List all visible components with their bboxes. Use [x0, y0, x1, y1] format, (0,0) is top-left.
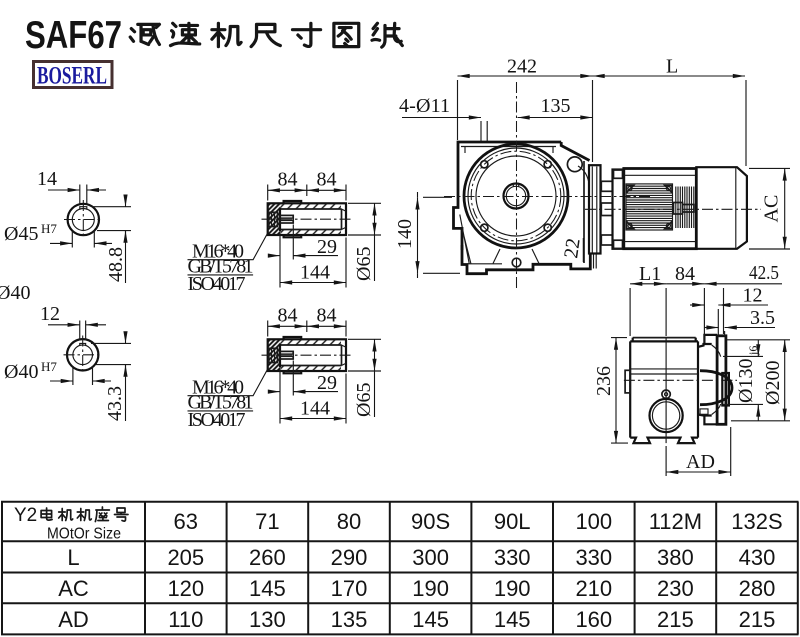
svg-text:112M: 112M [649, 509, 702, 534]
svg-text:48.8: 48.8 [105, 247, 127, 282]
svg-text:43.3: 43.3 [104, 386, 126, 421]
svg-text:AD: AD [58, 607, 89, 632]
svg-text:L: L [666, 56, 678, 78]
svg-text:280: 280 [739, 576, 776, 601]
svg-text:130: 130 [249, 607, 286, 632]
svg-text:215: 215 [739, 607, 776, 632]
svg-text:144: 144 [300, 262, 330, 284]
svg-text:4-Ø11: 4-Ø11 [399, 95, 450, 117]
svg-text:AC: AC [761, 195, 783, 223]
svg-text:132S: 132S [731, 509, 782, 534]
svg-text:Y2: Y2 [14, 505, 37, 526]
svg-text:84: 84 [317, 169, 337, 191]
svg-text:71: 71 [255, 509, 279, 534]
svg-text:330: 330 [575, 545, 612, 570]
svg-text:AC: AC [58, 576, 89, 601]
svg-text:145: 145 [494, 607, 531, 632]
svg-text:Ø40: Ø40 [0, 282, 30, 304]
svg-text:215: 215 [657, 607, 694, 632]
svg-text:MOtOr Size: MOtOr Size [47, 526, 121, 543]
svg-text:190: 190 [412, 576, 449, 601]
svg-text:Ø130: Ø130 [735, 359, 757, 403]
svg-text:205: 205 [167, 545, 204, 570]
svg-text:Ø65: Ø65 [353, 247, 375, 281]
svg-text:29: 29 [317, 236, 337, 258]
svg-text:Ø45: Ø45 [4, 223, 38, 245]
svg-text:22: 22 [560, 237, 585, 260]
svg-text:110: 110 [168, 607, 203, 632]
svg-text:300: 300 [412, 545, 449, 570]
svg-text:Ø40: Ø40 [4, 361, 38, 383]
svg-text:j6: j6 [746, 346, 760, 356]
svg-text:H7: H7 [41, 359, 57, 374]
svg-text:12: 12 [40, 303, 60, 325]
svg-text:145: 145 [412, 607, 449, 632]
svg-text:12: 12 [743, 285, 763, 307]
svg-text:160: 160 [575, 607, 612, 632]
svg-text:BOSERL: BOSERL [37, 63, 107, 90]
svg-text:430: 430 [739, 545, 776, 570]
svg-text:140: 140 [394, 219, 416, 249]
svg-text:H7: H7 [41, 221, 57, 236]
svg-text:100: 100 [575, 509, 612, 534]
svg-text:330: 330 [494, 545, 531, 570]
svg-text:L1: L1 [639, 263, 661, 285]
svg-text:42.5: 42.5 [749, 262, 779, 284]
svg-text:AD: AD [686, 451, 715, 473]
svg-text:210: 210 [575, 576, 612, 601]
svg-text:M16*40: M16*40 [192, 241, 244, 263]
svg-text:120: 120 [167, 576, 204, 601]
svg-text:170: 170 [331, 576, 368, 601]
svg-text:242: 242 [507, 56, 537, 78]
svg-text:190: 190 [494, 576, 531, 601]
svg-text:ISO4017: ISO4017 [188, 273, 246, 295]
svg-text:63: 63 [174, 509, 198, 534]
svg-text:84: 84 [675, 263, 695, 285]
svg-text:Ø200: Ø200 [762, 361, 784, 405]
svg-text:80: 80 [337, 509, 361, 534]
svg-text:380: 380 [657, 545, 694, 570]
svg-text:230: 230 [657, 576, 694, 601]
svg-text:90L: 90L [494, 509, 531, 534]
svg-text:236: 236 [593, 366, 615, 396]
svg-text:L: L [67, 545, 79, 570]
svg-text:SAF67: SAF67 [25, 14, 122, 57]
svg-text:GB/T5781: GB/T5781 [188, 256, 254, 278]
svg-text:135: 135 [541, 95, 571, 117]
svg-text:290: 290 [331, 545, 368, 570]
svg-text:145: 145 [249, 576, 286, 601]
svg-text:3.5: 3.5 [750, 307, 775, 329]
svg-text:135: 135 [331, 607, 368, 632]
svg-text:260: 260 [249, 545, 286, 570]
svg-text:84: 84 [278, 169, 298, 191]
svg-text:14: 14 [37, 168, 57, 190]
svg-text:90S: 90S [411, 509, 450, 534]
